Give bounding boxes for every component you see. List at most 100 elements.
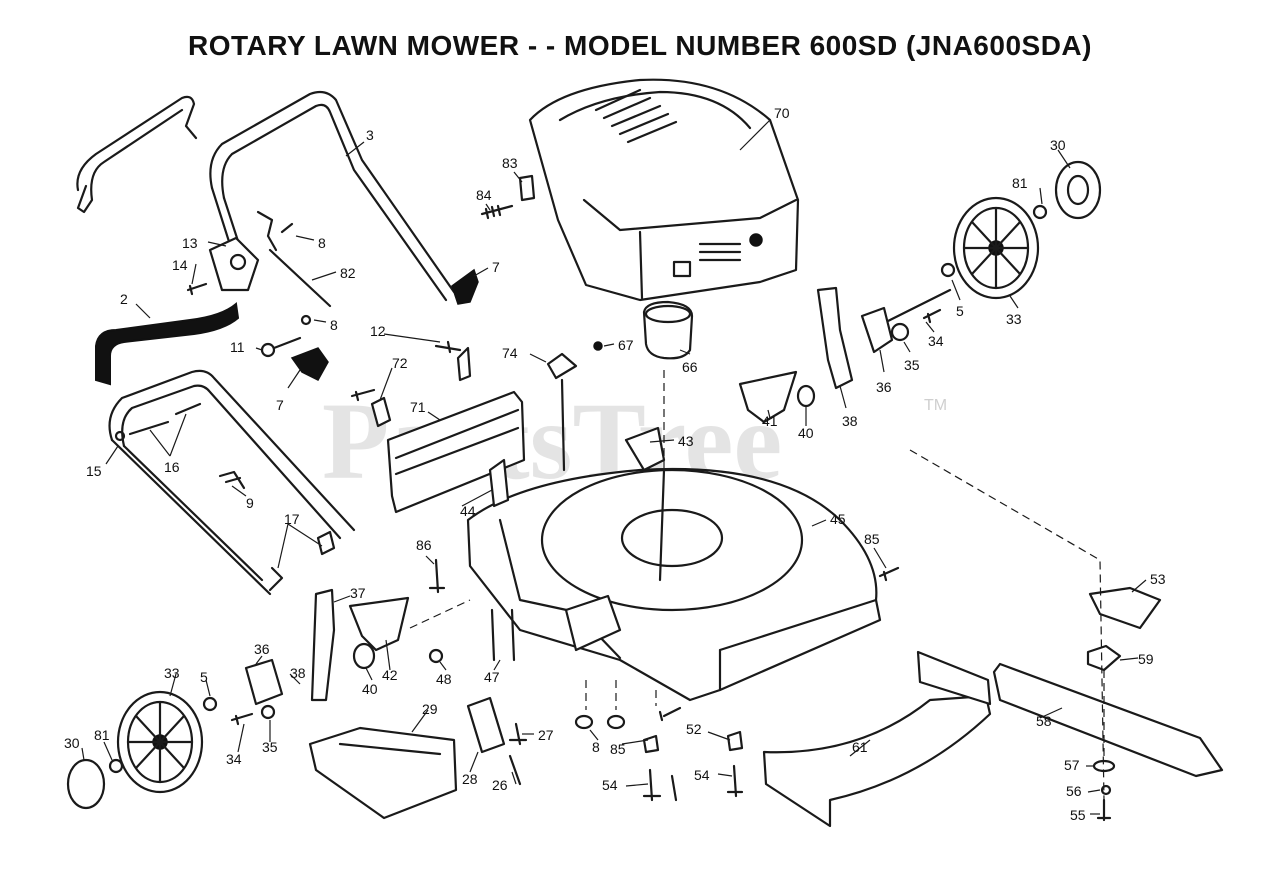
callout-33-bottom: 33 xyxy=(164,665,180,681)
callout-40-bottom: 40 xyxy=(362,681,378,697)
deck-45-part xyxy=(466,467,882,702)
callout-57: 57 xyxy=(1064,757,1080,773)
callout-43: 43 xyxy=(678,433,694,449)
callout-28: 28 xyxy=(462,771,478,787)
callout-14: 14 xyxy=(172,257,188,273)
callout-72: 72 xyxy=(392,355,408,371)
callout-74: 74 xyxy=(502,345,518,361)
callout-53: 53 xyxy=(1150,571,1166,587)
callout-54-right: 54 xyxy=(694,767,710,783)
engine-part xyxy=(528,78,800,302)
callout-labels: 70 3 83 84 30 81 13 8 82 7 14 2 8 5 33 1… xyxy=(64,105,1166,823)
callout-9: 9 xyxy=(246,495,254,511)
cable-82-part xyxy=(268,222,332,308)
rear-shield-61-part xyxy=(762,694,992,828)
watermark-trademark: TM xyxy=(924,397,947,414)
callout-47: 47 xyxy=(484,669,500,685)
callout-48: 48 xyxy=(436,671,452,687)
blade-58-part xyxy=(992,662,1224,778)
lower-handle-part xyxy=(108,369,356,532)
callout-37: 37 xyxy=(350,585,366,601)
callout-34-bottom: 34 xyxy=(226,751,242,767)
wheel-33-bottom-part xyxy=(116,690,204,794)
callout-30-bottom: 30 xyxy=(64,735,80,751)
callout-56: 56 xyxy=(1066,783,1082,799)
callout-3: 3 xyxy=(366,127,374,143)
deck-opening xyxy=(564,594,622,652)
callout-59: 59 xyxy=(1138,651,1154,667)
callout-8-bottom: 8 xyxy=(592,739,600,755)
handle-knob-7b-part xyxy=(290,347,329,381)
callout-86: 86 xyxy=(416,537,432,553)
callout-81-bottom: 81 xyxy=(94,727,110,743)
wheel-33-top-part xyxy=(952,196,1040,300)
grip-2-part xyxy=(95,302,240,386)
callout-70: 70 xyxy=(774,105,790,121)
callout-13: 13 xyxy=(182,235,198,251)
callout-61: 61 xyxy=(852,739,868,755)
callout-17: 17 xyxy=(284,511,300,527)
control-bail-inner xyxy=(76,108,184,214)
callout-11: 11 xyxy=(230,339,245,355)
upper-handle-inner xyxy=(221,103,448,302)
callout-29: 29 xyxy=(422,701,438,717)
screw-84-part xyxy=(480,204,514,220)
plate-42-part xyxy=(348,596,410,652)
upper-handle-part xyxy=(209,90,456,294)
plate-41-part xyxy=(738,370,798,424)
callout-16: 16 xyxy=(164,459,180,475)
callout-2: 2 xyxy=(120,291,128,307)
callout-7-top: 7 xyxy=(492,259,500,275)
callout-52: 52 xyxy=(686,721,702,737)
callout-33-top: 33 xyxy=(1006,311,1022,327)
callout-71: 71 xyxy=(410,399,426,415)
callout-66: 66 xyxy=(682,359,698,375)
control-bail-part xyxy=(76,95,198,192)
callout-84: 84 xyxy=(476,187,492,203)
callout-26: 26 xyxy=(492,777,508,793)
callout-38-bottom: 38 xyxy=(290,665,306,681)
part-74 xyxy=(546,352,578,380)
callout-15: 15 xyxy=(86,463,102,479)
hubcap-30-bottom-part xyxy=(66,758,106,810)
hubcap-30-top-part xyxy=(1054,160,1102,220)
callout-7-lower: 7 xyxy=(276,397,284,413)
callout-82: 82 xyxy=(340,265,356,281)
handle-bracket-13-part xyxy=(208,236,260,292)
callout-67: 67 xyxy=(618,337,634,353)
callout-54-left: 54 xyxy=(602,777,618,793)
bracket-28-part xyxy=(466,696,506,754)
callout-8-mid: 8 xyxy=(330,317,338,333)
callout-30-top: 30 xyxy=(1050,137,1066,153)
blade-support-59-part xyxy=(1086,644,1122,672)
page-title: ROTARY LAWN MOWER - - MODEL NUMBER 600SD… xyxy=(188,30,1092,61)
callout-5-top: 5 xyxy=(956,303,964,319)
callout-85-right: 85 xyxy=(864,531,880,547)
callout-81-top: 81 xyxy=(1012,175,1028,191)
callout-38-top: 38 xyxy=(842,413,858,429)
callout-42: 42 xyxy=(382,667,398,683)
callout-5-bottom: 5 xyxy=(200,669,208,685)
callout-44: 44 xyxy=(460,503,476,519)
callout-45: 45 xyxy=(830,511,846,527)
height-adjuster-38-part xyxy=(816,286,854,390)
callout-85-bottom: 85 xyxy=(610,741,626,757)
callout-41: 41 xyxy=(762,413,778,429)
adapter-66-part xyxy=(642,300,694,360)
handle-knob-7-part xyxy=(451,268,479,305)
bracket-36-part xyxy=(860,306,894,354)
height-adjuster-38b-part xyxy=(310,588,336,702)
callout-35-bottom: 35 xyxy=(262,739,278,755)
callout-83: 83 xyxy=(502,155,518,171)
bracket-36b-part xyxy=(244,658,284,706)
callout-12: 12 xyxy=(370,323,386,339)
hardware-17-part xyxy=(268,530,336,592)
callout-35-top: 35 xyxy=(904,357,920,373)
callout-40-top: 40 xyxy=(798,425,814,441)
callout-36-bottom: 36 xyxy=(254,641,270,657)
callout-58: 58 xyxy=(1036,713,1052,729)
callout-27: 27 xyxy=(538,727,554,743)
blade-adapter-53-part xyxy=(1088,586,1162,630)
callout-34-top: 34 xyxy=(928,333,944,349)
